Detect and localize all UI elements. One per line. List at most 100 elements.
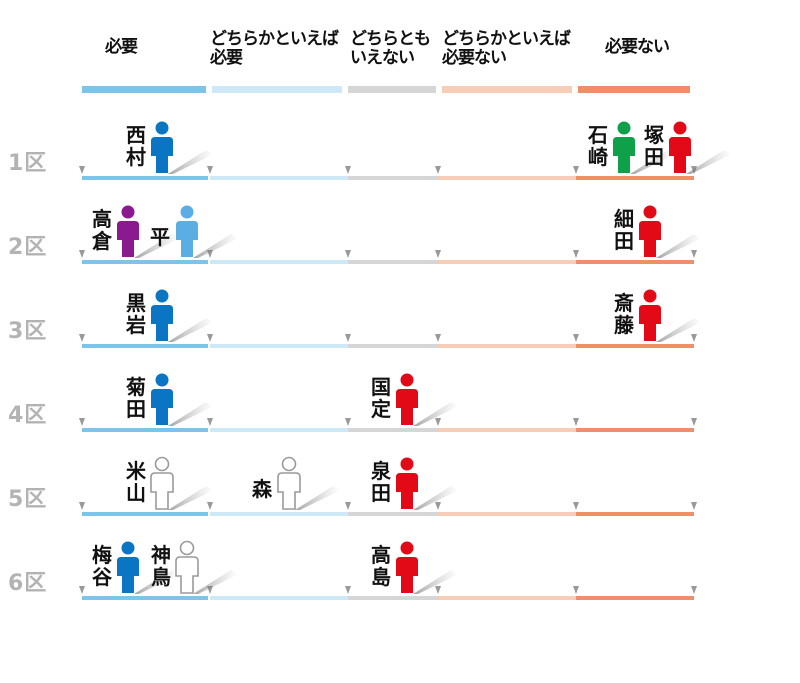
column-header-2: どちらとも いえない — [350, 29, 431, 68]
row-baseline-segment — [576, 176, 694, 180]
candidate-name: 国 定 — [371, 375, 391, 421]
tick-mark — [573, 586, 579, 594]
candidate-name: 斎 藤 — [614, 291, 634, 337]
tick-mark — [435, 250, 441, 258]
row-baseline-segment — [82, 512, 208, 516]
row-baseline-segment — [348, 512, 438, 516]
tick-mark — [207, 418, 213, 426]
row-label-6: 6区 — [8, 571, 48, 596]
row-baseline-segment — [210, 344, 348, 348]
person-icon — [669, 121, 732, 174]
candidate-name: 森 — [252, 477, 272, 501]
candidate-name: 泉 田 — [371, 459, 391, 505]
row-baseline-segment — [576, 596, 694, 600]
person-icon — [151, 289, 214, 342]
person-icon — [396, 541, 459, 594]
tick-mark — [79, 586, 85, 594]
tick-mark — [435, 418, 441, 426]
tick-mark — [79, 502, 85, 510]
row-baseline-segment — [82, 344, 208, 348]
row-baseline-segment — [82, 260, 208, 264]
tick-mark — [691, 334, 697, 342]
row-label-3: 3区 — [8, 319, 48, 344]
row-baseline-segment — [438, 176, 576, 180]
tick-mark — [345, 418, 351, 426]
candidate-name: 高 倉 — [92, 207, 112, 253]
tick-mark — [79, 334, 85, 342]
tick-mark — [573, 502, 579, 510]
row-baseline-segment — [210, 176, 348, 180]
row-baseline-segment — [438, 344, 576, 348]
row-baseline-segment — [82, 596, 208, 600]
candidate-name: 梅 谷 — [92, 543, 112, 589]
person-icon — [639, 205, 702, 258]
column-header-bar-0 — [82, 86, 206, 93]
column-header-bar-4 — [578, 86, 690, 93]
row-baseline-segment — [210, 428, 348, 432]
tick-mark — [207, 502, 213, 510]
tick-mark — [345, 502, 351, 510]
person-icon — [396, 373, 459, 426]
candidate-name: 高 島 — [371, 543, 391, 589]
candidate-name: 塚 田 — [644, 123, 664, 169]
row-label-4: 4区 — [8, 403, 48, 428]
candidate-name: 神 鳥 — [151, 543, 171, 589]
tick-mark — [345, 166, 351, 174]
person-icon — [639, 289, 702, 342]
tick-mark — [435, 502, 441, 510]
tick-mark — [435, 334, 441, 342]
column-header-4: 必要ない — [605, 37, 670, 57]
column-header-1: どちらかといえば 必要 — [210, 29, 339, 68]
person-icon — [176, 205, 239, 258]
tick-mark — [573, 418, 579, 426]
row-baseline-segment — [438, 596, 576, 600]
tick-mark — [435, 586, 441, 594]
tick-mark — [691, 586, 697, 594]
tick-mark — [691, 502, 697, 510]
person-icon — [151, 373, 214, 426]
row-label-5: 5区 — [8, 487, 48, 512]
person-icon — [150, 456, 214, 510]
row-baseline-segment — [576, 512, 694, 516]
tick-mark — [573, 250, 579, 258]
person-icon — [117, 205, 180, 258]
row-baseline-segment — [210, 260, 348, 264]
row-baseline-segment — [348, 344, 438, 348]
person-icon — [613, 121, 676, 174]
row-baseline-segment — [82, 176, 208, 180]
tick-mark — [345, 334, 351, 342]
candidate-name: 細 田 — [614, 207, 634, 253]
row-baseline-segment — [438, 512, 576, 516]
tick-mark — [435, 166, 441, 174]
column-header-bar-1 — [212, 86, 342, 93]
candidate-name: 黒 岩 — [126, 291, 146, 337]
row-baseline-segment — [438, 428, 576, 432]
column-header-bar-3 — [442, 86, 572, 93]
row-baseline-segment — [576, 428, 694, 432]
tick-mark — [79, 418, 85, 426]
tick-mark — [345, 250, 351, 258]
candidate-name: 平 — [150, 225, 170, 249]
tick-mark — [79, 250, 85, 258]
tick-mark — [573, 166, 579, 174]
tick-mark — [345, 586, 351, 594]
row-baseline-segment — [210, 512, 348, 516]
candidate-name: 菊 田 — [126, 375, 146, 421]
person-icon — [151, 121, 214, 174]
tick-mark — [573, 334, 579, 342]
tick-mark — [207, 334, 213, 342]
row-baseline-segment — [576, 260, 694, 264]
candidate-name: 石 崎 — [588, 123, 608, 169]
tick-mark — [79, 166, 85, 174]
candidate-name: 西 村 — [126, 123, 146, 169]
column-header-3: どちらかといえば 必要ない — [442, 29, 571, 68]
tick-mark — [207, 166, 213, 174]
row-baseline-segment — [210, 596, 348, 600]
person-icon — [117, 541, 180, 594]
column-header-bar-2 — [348, 86, 436, 93]
person-icon — [277, 456, 341, 510]
candidate-name: 米 山 — [126, 459, 146, 505]
row-baseline-segment — [348, 428, 438, 432]
